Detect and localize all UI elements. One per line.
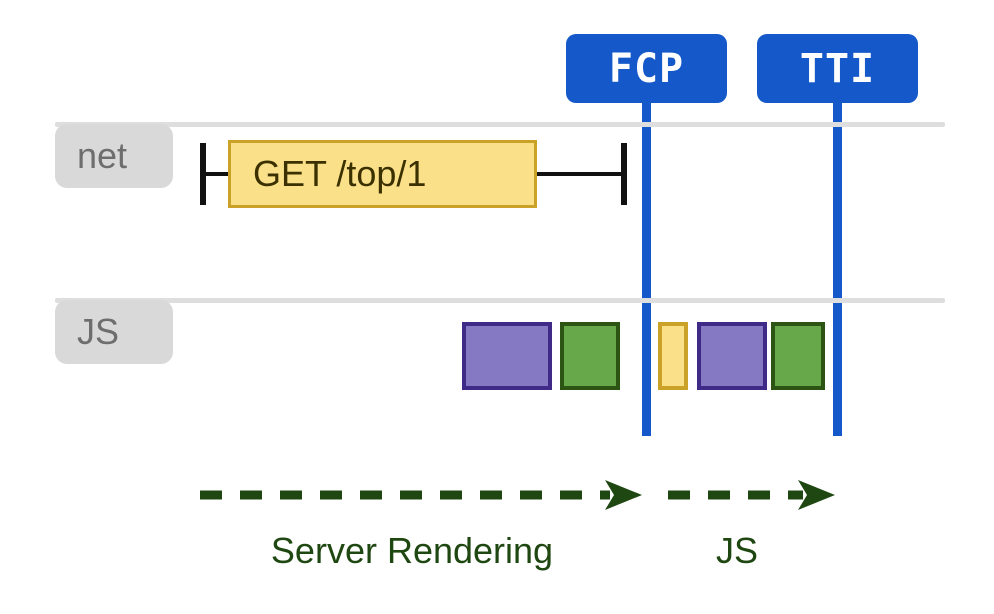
net-request-start-line <box>200 172 232 176</box>
server-rendering-phase-arrow <box>200 480 642 510</box>
tti-marker-line <box>833 86 842 436</box>
fcp-marker-badge[interactable]: FCP <box>566 34 727 103</box>
js-task-block[interactable] <box>658 322 688 390</box>
js-task-block[interactable] <box>462 322 552 390</box>
js-phase-caption: JS <box>715 530 758 571</box>
js-lane-label: JS <box>55 300 173 364</box>
net-request-end-cap <box>621 143 627 205</box>
fcp-marker-label: FCP <box>608 45 685 92</box>
tti-marker-badge[interactable]: TTI <box>757 34 918 103</box>
tti-marker-label: TTI <box>799 45 876 92</box>
net-request-bar[interactable]: GET /top/1 <box>228 140 537 208</box>
net-lane-rule <box>55 122 945 127</box>
js-lane-rule <box>55 298 945 303</box>
fcp-marker-line <box>642 86 651 436</box>
js-phase-arrow <box>668 480 835 510</box>
net-request-label: GET /top/1 <box>253 153 427 194</box>
server-rendering-phase-caption: Server Rendering <box>270 530 554 571</box>
net-lane-label: net <box>55 124 173 188</box>
js-task-block[interactable] <box>697 322 767 390</box>
net-lane-label-text: net <box>77 135 128 176</box>
js-task-block[interactable] <box>560 322 620 390</box>
js-lane-label-text: JS <box>77 311 120 352</box>
net-request-end-line <box>534 172 627 176</box>
js-task-block[interactable] <box>771 322 825 390</box>
